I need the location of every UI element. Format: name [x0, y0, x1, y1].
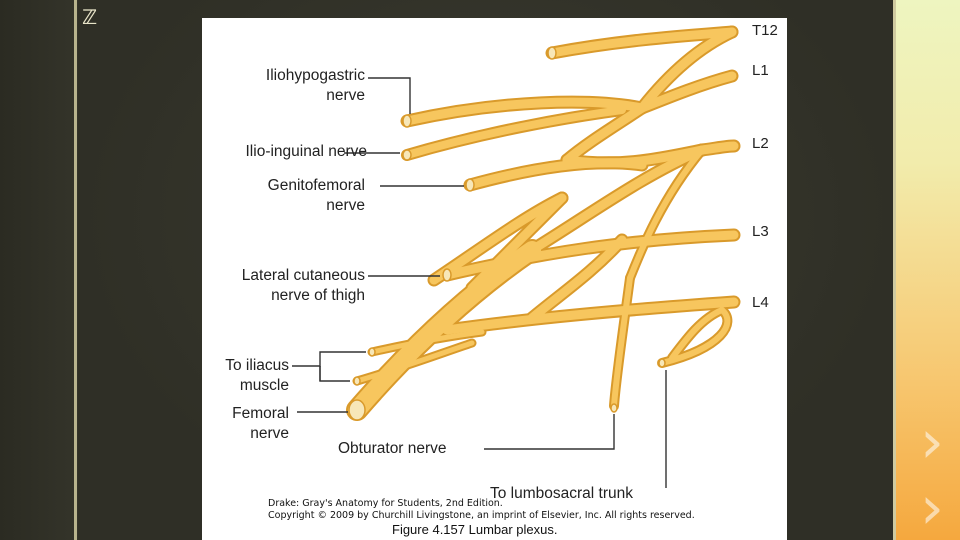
label-line: muscle — [239, 377, 289, 394]
iliohypogastric-label: Iliohypogastric nerve — [266, 66, 365, 106]
left-divider-line — [74, 0, 77, 540]
lumbosacral-label: To lumbosacral trunk — [490, 485, 634, 502]
nerve-fills — [348, 27, 739, 419]
level-l4-label: L4 — [752, 294, 769, 311]
figure-credit: Drake: Gray's Anatomy for Students, 2nd … — [268, 498, 695, 522]
label-line: nerve — [326, 87, 365, 104]
right-decorative-panel: › › — [896, 0, 960, 540]
credit-line: Drake: Gray's Anatomy for Students, 2nd … — [268, 498, 503, 509]
chevron-right-icon: › — [920, 407, 944, 477]
level-l2-label: L2 — [752, 135, 769, 152]
nerve-diagram — [292, 25, 741, 488]
z-corner-icon: ℤ — [82, 5, 98, 29]
lateral-cutaneous-label: Lateral cutaneous nerve of thigh — [242, 266, 365, 306]
right-divider-line — [893, 0, 896, 540]
credit-line: Copyright © 2009 by Churchill Livingston… — [268, 510, 695, 521]
lumbar-plexus-figure: Iliohypogastric nerve Ilio-inguinal nerv… — [202, 18, 787, 540]
label-line: To iliacus — [225, 357, 289, 374]
label-line: Iliohypogastric — [265, 67, 365, 84]
label-line: Lateral cutaneous — [241, 267, 365, 284]
iliacus-label: To iliacus muscle — [225, 356, 289, 396]
genitofemoral-label: Genitofemoral nerve — [268, 176, 365, 216]
leader-lines — [292, 77, 667, 488]
obturator-label: Obturator nerve — [338, 440, 447, 457]
left-background-band — [0, 0, 78, 540]
level-l1-label: L1 — [752, 62, 769, 79]
level-l3-label: L3 — [752, 223, 769, 240]
level-t12-label: T12 — [752, 22, 778, 39]
label-line: nerve of thigh — [271, 287, 365, 304]
label-line: nerve — [250, 425, 289, 442]
ilioinguinal-label: Ilio-inguinal nerve — [245, 143, 368, 160]
figure-caption: Figure 4.157 Lumbar plexus. — [392, 522, 558, 537]
label-line: Femoral — [232, 405, 289, 422]
label-line: nerve — [326, 197, 365, 214]
chevron-right-icon: › — [920, 473, 944, 540]
nerve-cut-ends — [348, 46, 666, 421]
femoral-label: Femoral nerve — [232, 404, 289, 444]
label-line: Genitofemoral — [267, 177, 365, 194]
